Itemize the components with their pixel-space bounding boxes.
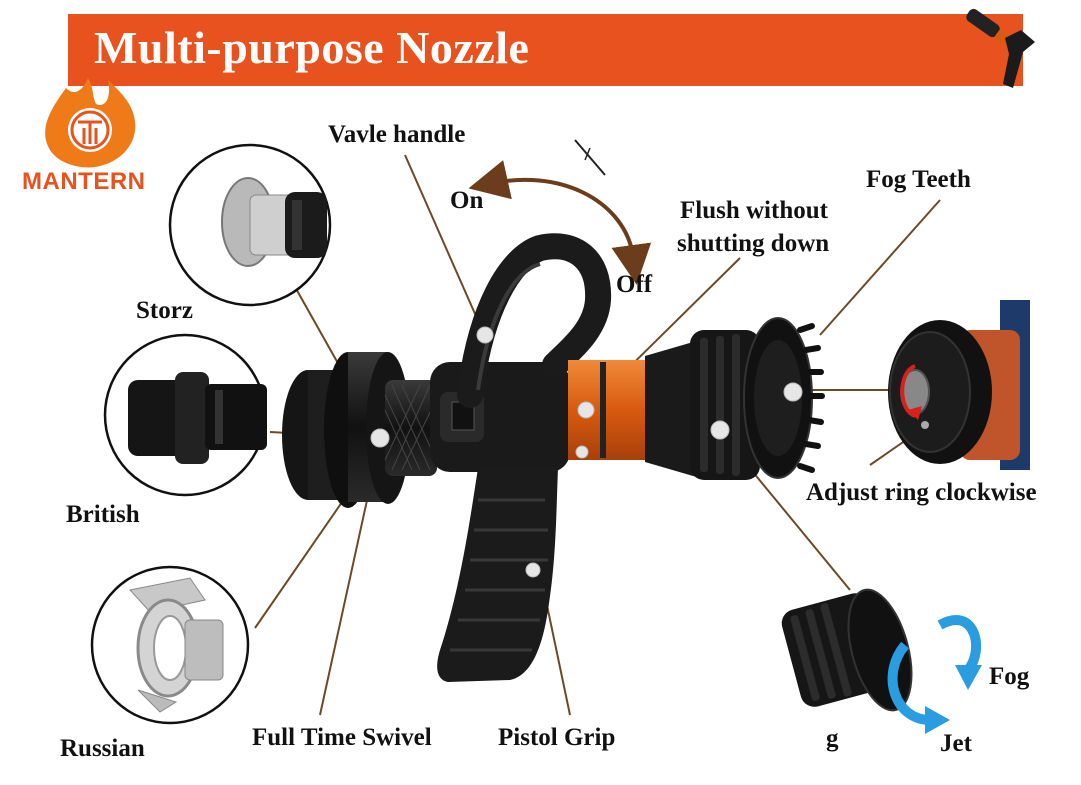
fog-jet-nozzle-image xyxy=(781,588,982,734)
brand-name: MANTERN xyxy=(22,168,146,195)
adjust-ring-image xyxy=(888,300,1030,470)
label-flush-line1: Flush without xyxy=(680,197,828,224)
label-british: British xyxy=(66,501,140,528)
label-jet: Jet xyxy=(940,730,972,757)
label-fog-teeth: Fog Teeth xyxy=(866,166,971,193)
rotation-arrow-icon xyxy=(468,160,652,285)
label-adjust-ring: Adjust ring clockwise xyxy=(806,479,1037,506)
brand-logo-icon xyxy=(45,78,136,168)
british-coupling-image xyxy=(103,333,267,497)
page-title: Multi-purpose Nozzle xyxy=(94,22,530,73)
label-on: On xyxy=(450,187,484,214)
title-banner: Multi-purpose Nozzle xyxy=(68,14,1023,86)
label-pistol-grip: Pistol Grip xyxy=(498,724,616,751)
label-full-time-swivel: Full Time Swivel xyxy=(252,724,432,751)
label-fog: Fog xyxy=(989,663,1030,690)
label-off: Off xyxy=(616,271,653,298)
label-flush-line2: shutting down xyxy=(677,230,830,257)
label-russian: Russian xyxy=(60,735,145,762)
label-g: g xyxy=(826,725,839,752)
russian-coupling-image xyxy=(90,565,250,725)
storz-coupling-image xyxy=(168,143,332,307)
nozzle-thumbnail-icon xyxy=(966,8,1035,88)
clockwise-arrow-icon xyxy=(900,364,916,418)
nozzle-body xyxy=(282,233,825,682)
fog-jet-arrow-icon xyxy=(887,615,982,734)
label-storz: Storz xyxy=(136,297,193,324)
label-valve-handle: Vavle handle xyxy=(328,121,466,148)
